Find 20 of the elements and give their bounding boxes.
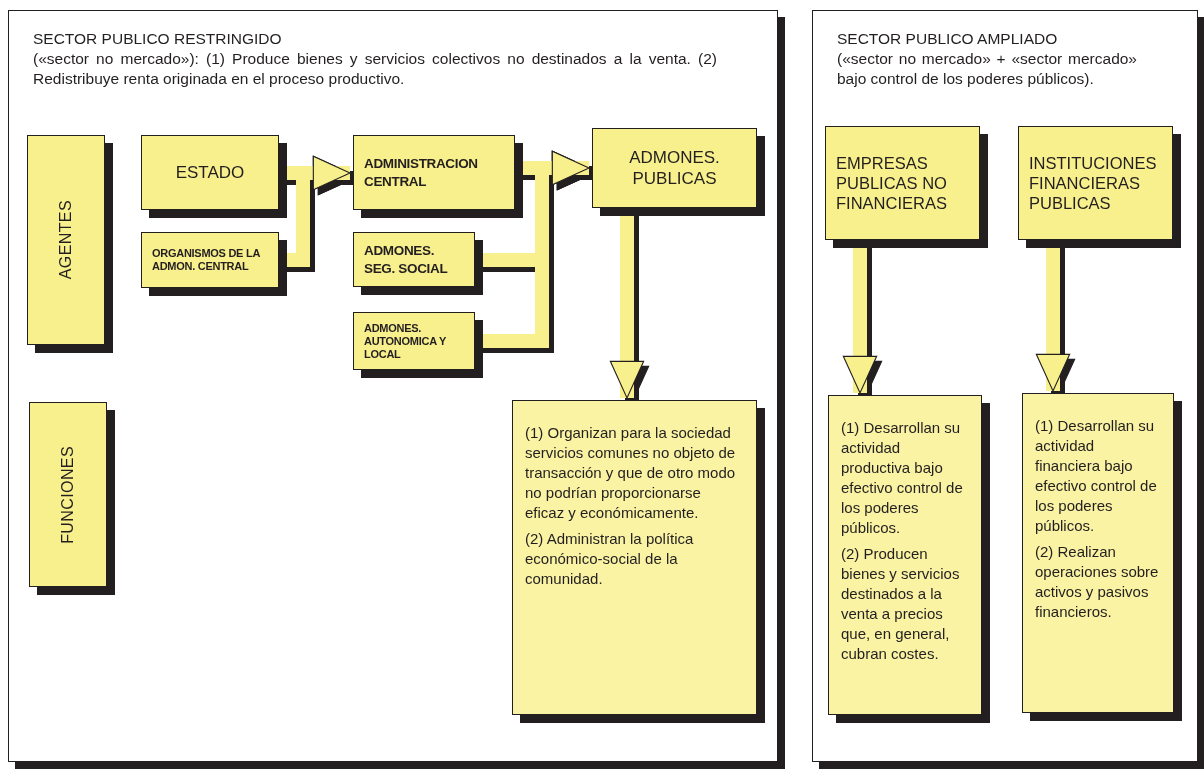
box-label: EMPRESAS PUBLICAS NO FINANCIERAS: [836, 153, 948, 213]
description-text: (1) Desarrollan su actividad financiera bajo efectivo control de los poderes públicos.: [1035, 416, 1158, 536]
description-text: (2) Administran la política económico-social de la comunidad.: [525, 529, 695, 589]
description-text: (2) Producen bienes y servicios destinados a la venta a precios que, en general, cubran costes.: [841, 544, 961, 664]
panel-description: («sector no mercado» + «sector mercado» bajo control de los poderes públicos).: [837, 49, 1137, 89]
box-label: ADMINISTRACION CENTRAL: [364, 154, 479, 191]
row-header-label: AGENTES: [56, 200, 75, 280]
box-label: ESTADO: [174, 161, 246, 184]
panel-title: SECTOR PUBLICO RESTRINGIDO: [33, 29, 283, 49]
box-label: ORGANISMOS DE LA ADMON. CENTRAL: [152, 247, 261, 273]
box-label: ADMONES. PUBLICAS: [628, 147, 721, 189]
description-text: (1) Organizan para la sociedad servicios comunes no objeto de transacción y que de otro modo no podrían proporcionarse eficaz y económicamente.: [525, 423, 737, 523]
box-label: INSTITUCIONES FINANCIERAS PUBLICAS: [1029, 153, 1158, 213]
box-label: ADMONES. AUTONOMICA Y LOCAL: [364, 321, 447, 361]
box-label: ADMONES. SEG. SOCIAL: [364, 241, 449, 278]
description-text: (1) Desarrollan su actividad productiva bajo efectivo control de los poderes públicos.: [841, 418, 964, 538]
description-text: (2) Realizan operaciones sobre activos y pasivos financieros.: [1035, 542, 1160, 622]
panel-title: SECTOR PUBLICO AMPLIADO: [837, 29, 1059, 49]
row-header-label: FUNCIONES: [58, 445, 77, 544]
panel-description: («sector no mercado»): (1) Produce bienes y servicios colectivos no destinados a la venta. (2) Redistribuye renta originada en el proceso productivo.: [33, 49, 717, 89]
